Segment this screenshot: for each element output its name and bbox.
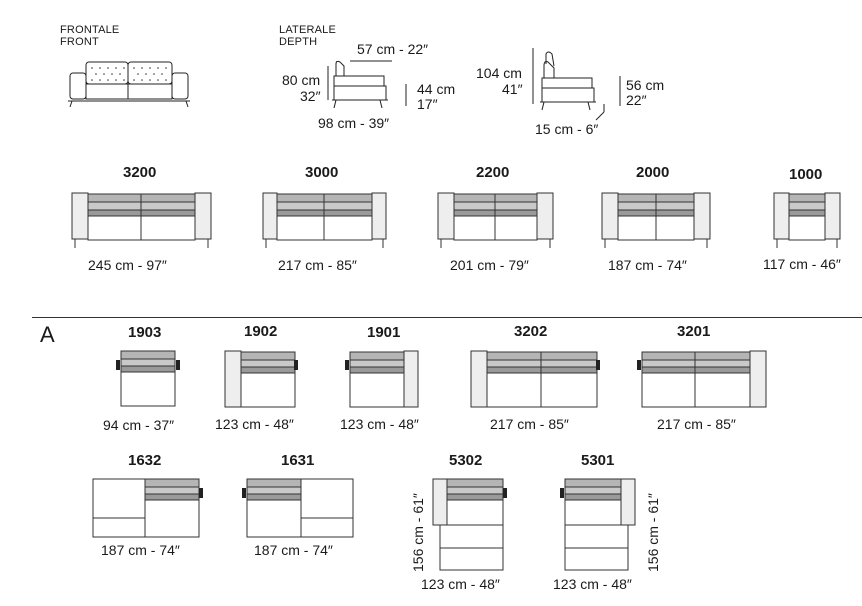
module-dim-5301: 123 cm - 48″ [553, 576, 632, 592]
module-1902-drawing [224, 350, 298, 408]
side-view-1-drawing [327, 60, 407, 109]
side1-seat-height-cm: 44 cm [417, 81, 456, 97]
module-code-5301: 5301 [581, 452, 615, 469]
module-depth-5301: 156 cm - 61″ [645, 493, 661, 572]
side2-height-cm: 104 cm [476, 65, 522, 81]
front-label-en: FRONT [60, 36, 99, 48]
module-dim-1903: 94 cm - 37″ [103, 417, 175, 433]
section-label: A [40, 322, 55, 347]
side2-leg-height: 15 cm - 6″ [535, 121, 599, 137]
module-code-1901: 1901 [367, 324, 401, 341]
side2-seat-height-cm: 56 cm [626, 77, 665, 93]
front-label: FRONTALE FRONT [60, 24, 119, 48]
sofa-dim-2200: 201 cm - 79″ [450, 257, 529, 273]
module-code-3202: 3202 [514, 323, 548, 340]
module-1631-drawing [242, 478, 354, 538]
module-1903-drawing [116, 350, 180, 407]
side1-height-cm: 80 cm [282, 72, 321, 88]
side-label: LATERALE DEPTH [279, 24, 336, 48]
sofa-dim-3000: 217 cm - 85″ [278, 257, 357, 273]
module-3201-drawing [637, 350, 767, 408]
module-code-1903: 1903 [128, 324, 162, 341]
module-dim-3201: 217 cm - 85″ [657, 416, 736, 432]
module-dim-1901: 123 cm - 48″ [340, 416, 419, 432]
side2-seat-height-in: 22″ [626, 92, 647, 108]
module-dim-1631: 187 cm - 74″ [254, 542, 333, 558]
side1-seat-height-in: 17″ [417, 96, 438, 112]
sofa-3200-drawing [71, 192, 212, 248]
module-code-1902: 1902 [244, 323, 278, 340]
sofa-1000-drawing [773, 192, 841, 248]
side-label-en: DEPTH [279, 36, 318, 48]
module-code-1632: 1632 [128, 452, 162, 469]
section-divider [32, 317, 862, 318]
sofa-dim-2000: 187 cm - 74″ [608, 257, 687, 273]
module-code-3201: 3201 [677, 323, 711, 340]
module-code-5302: 5302 [449, 452, 483, 469]
side1-height-in: 32″ [300, 88, 321, 104]
side1-total-depth: 98 cm - 39″ [318, 115, 390, 131]
sofa-2000-drawing [601, 192, 711, 248]
sofa-dim-3200: 245 cm - 97″ [88, 257, 167, 273]
front-view-drawing [68, 61, 190, 108]
module-5301-drawing [560, 478, 636, 571]
module-3202-drawing [470, 350, 600, 408]
front-label-it: FRONTALE [60, 24, 120, 36]
sofa-code-1000: 1000 [789, 166, 823, 183]
module-code-1631: 1631 [281, 452, 315, 469]
module-dim-1902: 123 cm - 48″ [215, 416, 294, 432]
side2-height-in: 41″ [502, 81, 523, 97]
sofa-2200-drawing [437, 192, 554, 248]
sofa-3000-drawing [262, 192, 387, 248]
module-depth-5302: 156 cm - 61″ [410, 493, 426, 572]
sofa-code-2200: 2200 [476, 164, 510, 181]
module-5302-drawing [432, 478, 507, 571]
module-1901-drawing [345, 350, 419, 408]
module-dim-1632: 187 cm - 74″ [101, 542, 180, 558]
side1-seat-depth: 57 cm - 22″ [357, 41, 429, 57]
side-label-it: LATERALE [279, 24, 337, 36]
sofa-code-3200: 3200 [123, 164, 157, 181]
sofa-code-2000: 2000 [636, 164, 670, 181]
module-1632-drawing [92, 478, 203, 538]
module-dim-3202: 217 cm - 85″ [490, 416, 569, 432]
sofa-code-3000: 3000 [305, 164, 339, 181]
sofa-dim-1000: 117 cm - 46″ [763, 256, 841, 272]
module-dim-5302: 123 cm - 48″ [421, 576, 500, 592]
side-view-2-drawing [532, 48, 621, 121]
